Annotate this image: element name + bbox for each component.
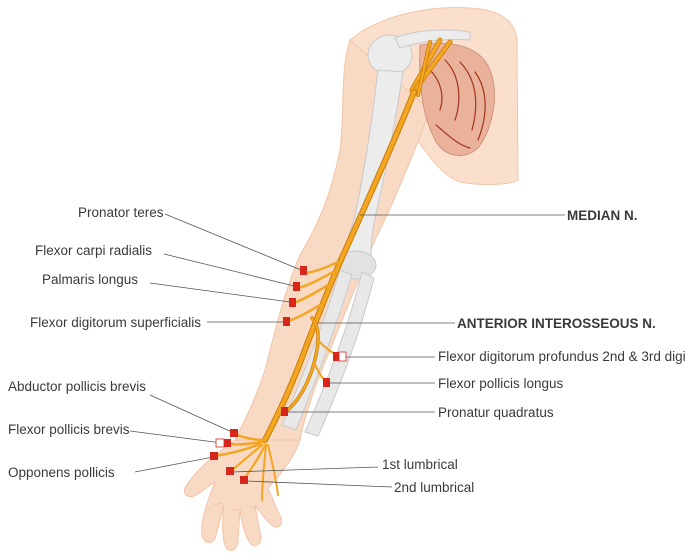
- leader-palmaris-longus: [149, 282, 291, 303]
- marker-flexor-pollicis-brevis-red: [224, 439, 231, 447]
- label-flexor-digitorum-superficialis: Flexor digitorum superficialis: [30, 315, 201, 330]
- finger-creases: [213, 502, 259, 511]
- label-anterior-interosseous: ANTERIOR INTEROSSEOUS N.: [457, 316, 656, 331]
- label-flexor-pollicis-brevis: Flexor pollicis brevis: [8, 422, 130, 437]
- marker-flexor-carpi-radialis: [293, 282, 300, 291]
- digital-branch: [267, 444, 279, 496]
- leader-opponens-pollicis: [134, 456, 214, 473]
- leader-abductor-pollicis-brevis: [149, 394, 235, 434]
- label-abductor-pollicis-brevis: Abductor pollicis brevis: [8, 379, 146, 394]
- label-flexor-digitorum-profundus: Flexor digitorum profundus 2nd & 3rd dig…: [438, 349, 685, 364]
- marker-flexor-digitorum-profundus-open: [338, 351, 347, 362]
- leader-flexor-pollicis-brevis: [129, 430, 223, 444]
- hand-skin: [183, 439, 301, 551]
- marker-flexor-digitorum-profundus-red: [333, 352, 339, 361]
- marker-flexor-pollicis-brevis-open: [215, 438, 225, 448]
- marker-palmaris-longus: [289, 298, 296, 307]
- branch-pronator-teres: [303, 260, 340, 275]
- anterior-interosseous-nerve-core: [282, 316, 320, 415]
- pectoral-fibers: [429, 59, 486, 149]
- branch-flexor-digitorum-superficialis: [286, 303, 322, 323]
- marker-flexor-pollicis-longus: [323, 378, 330, 387]
- label-flexor-carpi-radialis: Flexor carpi radialis: [35, 243, 152, 258]
- label-flexor-pollicis-longus: Flexor pollicis longus: [438, 376, 564, 391]
- marker-opponens-pollicis: [210, 452, 218, 460]
- leader-pronator-teres: [164, 213, 302, 271]
- clavicle: [394, 29, 471, 49]
- label-pronator-teres: Pronator teres: [78, 205, 164, 220]
- label-palmaris-longus: Palmaris longus: [42, 272, 138, 287]
- leader-flexor-carpi-radialis: [163, 253, 295, 287]
- marker-1st-lumbrical: [226, 467, 234, 475]
- pectoral-muscle: [419, 42, 495, 156]
- label-pronatur-quadratus: Pronatur quadratus: [438, 405, 554, 420]
- plexus-strand: [416, 40, 432, 97]
- leader-lines: [129, 213, 565, 488]
- median-nerve: [212, 37, 453, 501]
- innervation-markers: [210, 266, 347, 484]
- median-nerve-trunk-core: [263, 90, 416, 442]
- label-2nd-lumbrical: 2nd lumbrical: [394, 480, 474, 495]
- marker-flexor-digitorum-superficialis: [283, 317, 290, 326]
- leader-2nd-lumbrical: [245, 480, 393, 488]
- label-1st-lumbrical: 1st lumbrical: [382, 457, 458, 472]
- label-median-nerve: MEDIAN N.: [567, 208, 638, 223]
- marker-2nd-lumbrical: [240, 476, 248, 484]
- labels: Pronator teres Flexor carpi radialis Pal…: [8, 205, 685, 495]
- digital-branch: [261, 444, 267, 501]
- leader-1st-lumbrical: [231, 466, 379, 473]
- marker-abductor-pollicis-brevis: [230, 429, 238, 437]
- label-opponens-pollicis: Opponens pollicis: [8, 465, 115, 480]
- marker-pronator-teres: [300, 266, 307, 275]
- marker-pronatur-quadratus: [281, 407, 288, 416]
